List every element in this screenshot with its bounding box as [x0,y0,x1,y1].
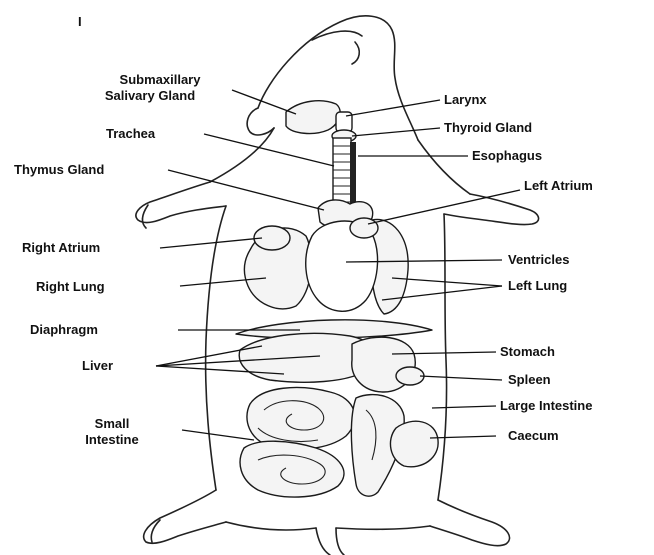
small-intestine-shape [240,388,355,498]
label-spleen: Spleen [508,372,551,387]
label-right-lung: Right Lung [36,279,105,294]
label-esophagus: Esophagus [472,148,542,163]
label-submaxillary-line2: Salivary Gland [105,88,195,103]
label-submaxillary-line1: Submaxillary [120,72,202,87]
caecum-shape [390,421,438,467]
label-right-atrium: Right Atrium [22,240,100,255]
label-left-atrium: Left Atrium [524,178,593,193]
label-small-intestine-line2: Intestine [85,432,138,447]
label-stomach: Stomach [500,344,555,359]
corner-mark: I [78,14,82,29]
left-atrium-shape [350,218,378,238]
label-small-intestine-line1: Small [95,416,130,431]
label-larynx: Larynx [444,92,487,107]
label-large-intestine: Large Intestine [500,398,592,413]
salivary-gland-shape [286,101,340,134]
spleen-shape [396,367,424,385]
label-liver: Liver [82,358,113,373]
label-thyroid-gland: Thyroid Gland [444,120,532,135]
label-caecum: Caecum [508,428,559,443]
label-left-lung: Left Lung [508,278,567,293]
label-diaphragm: Diaphragm [30,322,98,337]
label-ventricles: Ventricles [508,252,569,267]
label-trachea: Trachea [106,126,156,141]
label-thymus-gland: Thymus Gland [14,162,104,177]
